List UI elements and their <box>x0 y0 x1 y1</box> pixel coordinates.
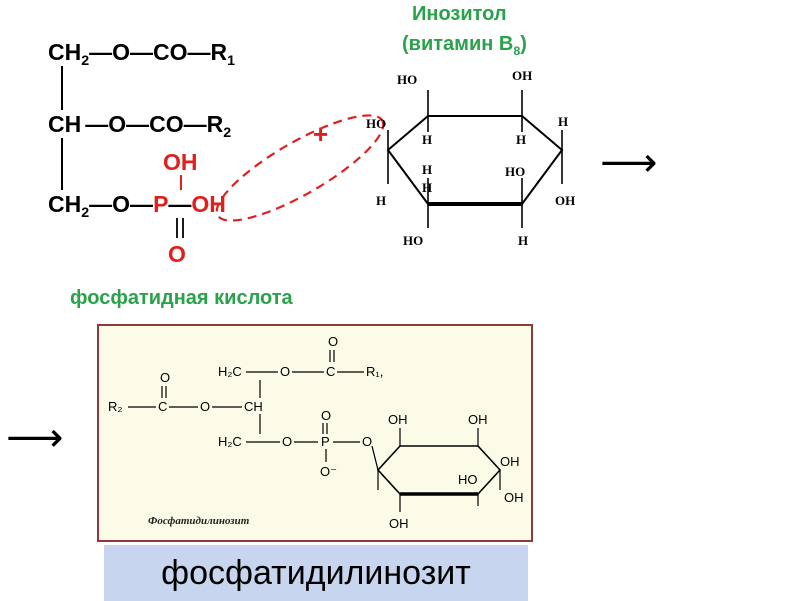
product-c2: C <box>158 399 167 414</box>
product-o-p-top: O <box>321 408 331 423</box>
label-h-left-lower: H <box>422 162 432 177</box>
inositol-title: Инозитол <box>412 3 507 25</box>
label-h-top-left: H <box>422 132 432 147</box>
product-o-ester1: O <box>280 364 290 379</box>
inositol-structure: Инозитол (витамин B8) HO OH H H HO H H H… <box>366 3 575 248</box>
product-ho-ring-r: HO <box>458 472 478 487</box>
product-ch: CH <box>244 399 263 414</box>
product-oh-ring-b: OH <box>389 516 409 531</box>
arrow-left-icon: ⟶ <box>6 415 63 461</box>
product-r2: R₂ <box>108 399 122 414</box>
product-caption: Фосфатидилинозит <box>148 515 250 527</box>
row2-text: CH—O—CO—R2 <box>48 111 231 141</box>
label-ho-bottom-left: HO <box>403 233 423 248</box>
product-h2c-bottom: H₂C <box>218 434 242 449</box>
label-ho-top-left: HO <box>397 72 417 87</box>
product-ring-link <box>371 445 379 471</box>
product-o-p-bottom: O⁻ <box>320 464 337 479</box>
label-oh-far-right: OH <box>555 193 575 208</box>
row1-text: CH2—O—CO—R1 <box>48 39 235 69</box>
product-c1: C <box>326 364 335 379</box>
product-o-top2: O <box>160 370 170 385</box>
inositol-subtitle: (витамин B8) <box>402 33 527 58</box>
product-oh-ring-tl: OH <box>388 412 408 427</box>
product-h2c-top: H₂C <box>218 364 242 379</box>
label-h-inner-left: H <box>422 180 432 195</box>
product-name-label: фосфатидилинозит <box>104 545 528 601</box>
reaction-site-ellipse <box>215 114 385 222</box>
product-panel: O H₂C O C R₁, O R₂ C O CH H₂C O P O O⁻ <box>97 324 533 542</box>
inositol-ring <box>386 115 564 205</box>
product-p: P <box>321 434 330 449</box>
label-ho-left: HO <box>366 116 386 131</box>
oh-top: OH <box>163 149 198 175</box>
row3-text: CH2—O—P—OH <box>48 191 226 221</box>
phosphatidic-acid-structure: CH2—O—CO—R1 CH—O—CO—R2 CH2—O—P—OH OH O ф… <box>48 39 294 309</box>
arrow-right-icon: ⟶ <box>600 140 657 186</box>
product-o-top1: O <box>328 334 338 349</box>
product-o-phos: O <box>282 434 292 449</box>
product-o-link: O <box>362 434 372 449</box>
product-box <box>97 324 533 542</box>
o-bottom: O <box>168 241 186 267</box>
product-oh-ring-br: OH <box>504 490 524 505</box>
label-h-top-right: H <box>516 132 526 147</box>
label-h-far-left: H <box>376 193 386 208</box>
phosphatidic-acid-label: фосфатидная кислота <box>70 287 294 309</box>
plus-sign: + <box>313 119 328 149</box>
product-r1: R₁, <box>366 364 383 379</box>
label-oh-top-right: OH <box>512 68 532 83</box>
label-h-bottom-right: H <box>518 233 528 248</box>
label-ho-inner-right: HO <box>505 164 525 179</box>
label-h-right: H <box>558 114 568 129</box>
product-o-ester2: O <box>200 399 210 414</box>
product-oh-ring-tr: OH <box>468 412 488 427</box>
product-oh-ring-far-r: OH <box>500 454 520 469</box>
